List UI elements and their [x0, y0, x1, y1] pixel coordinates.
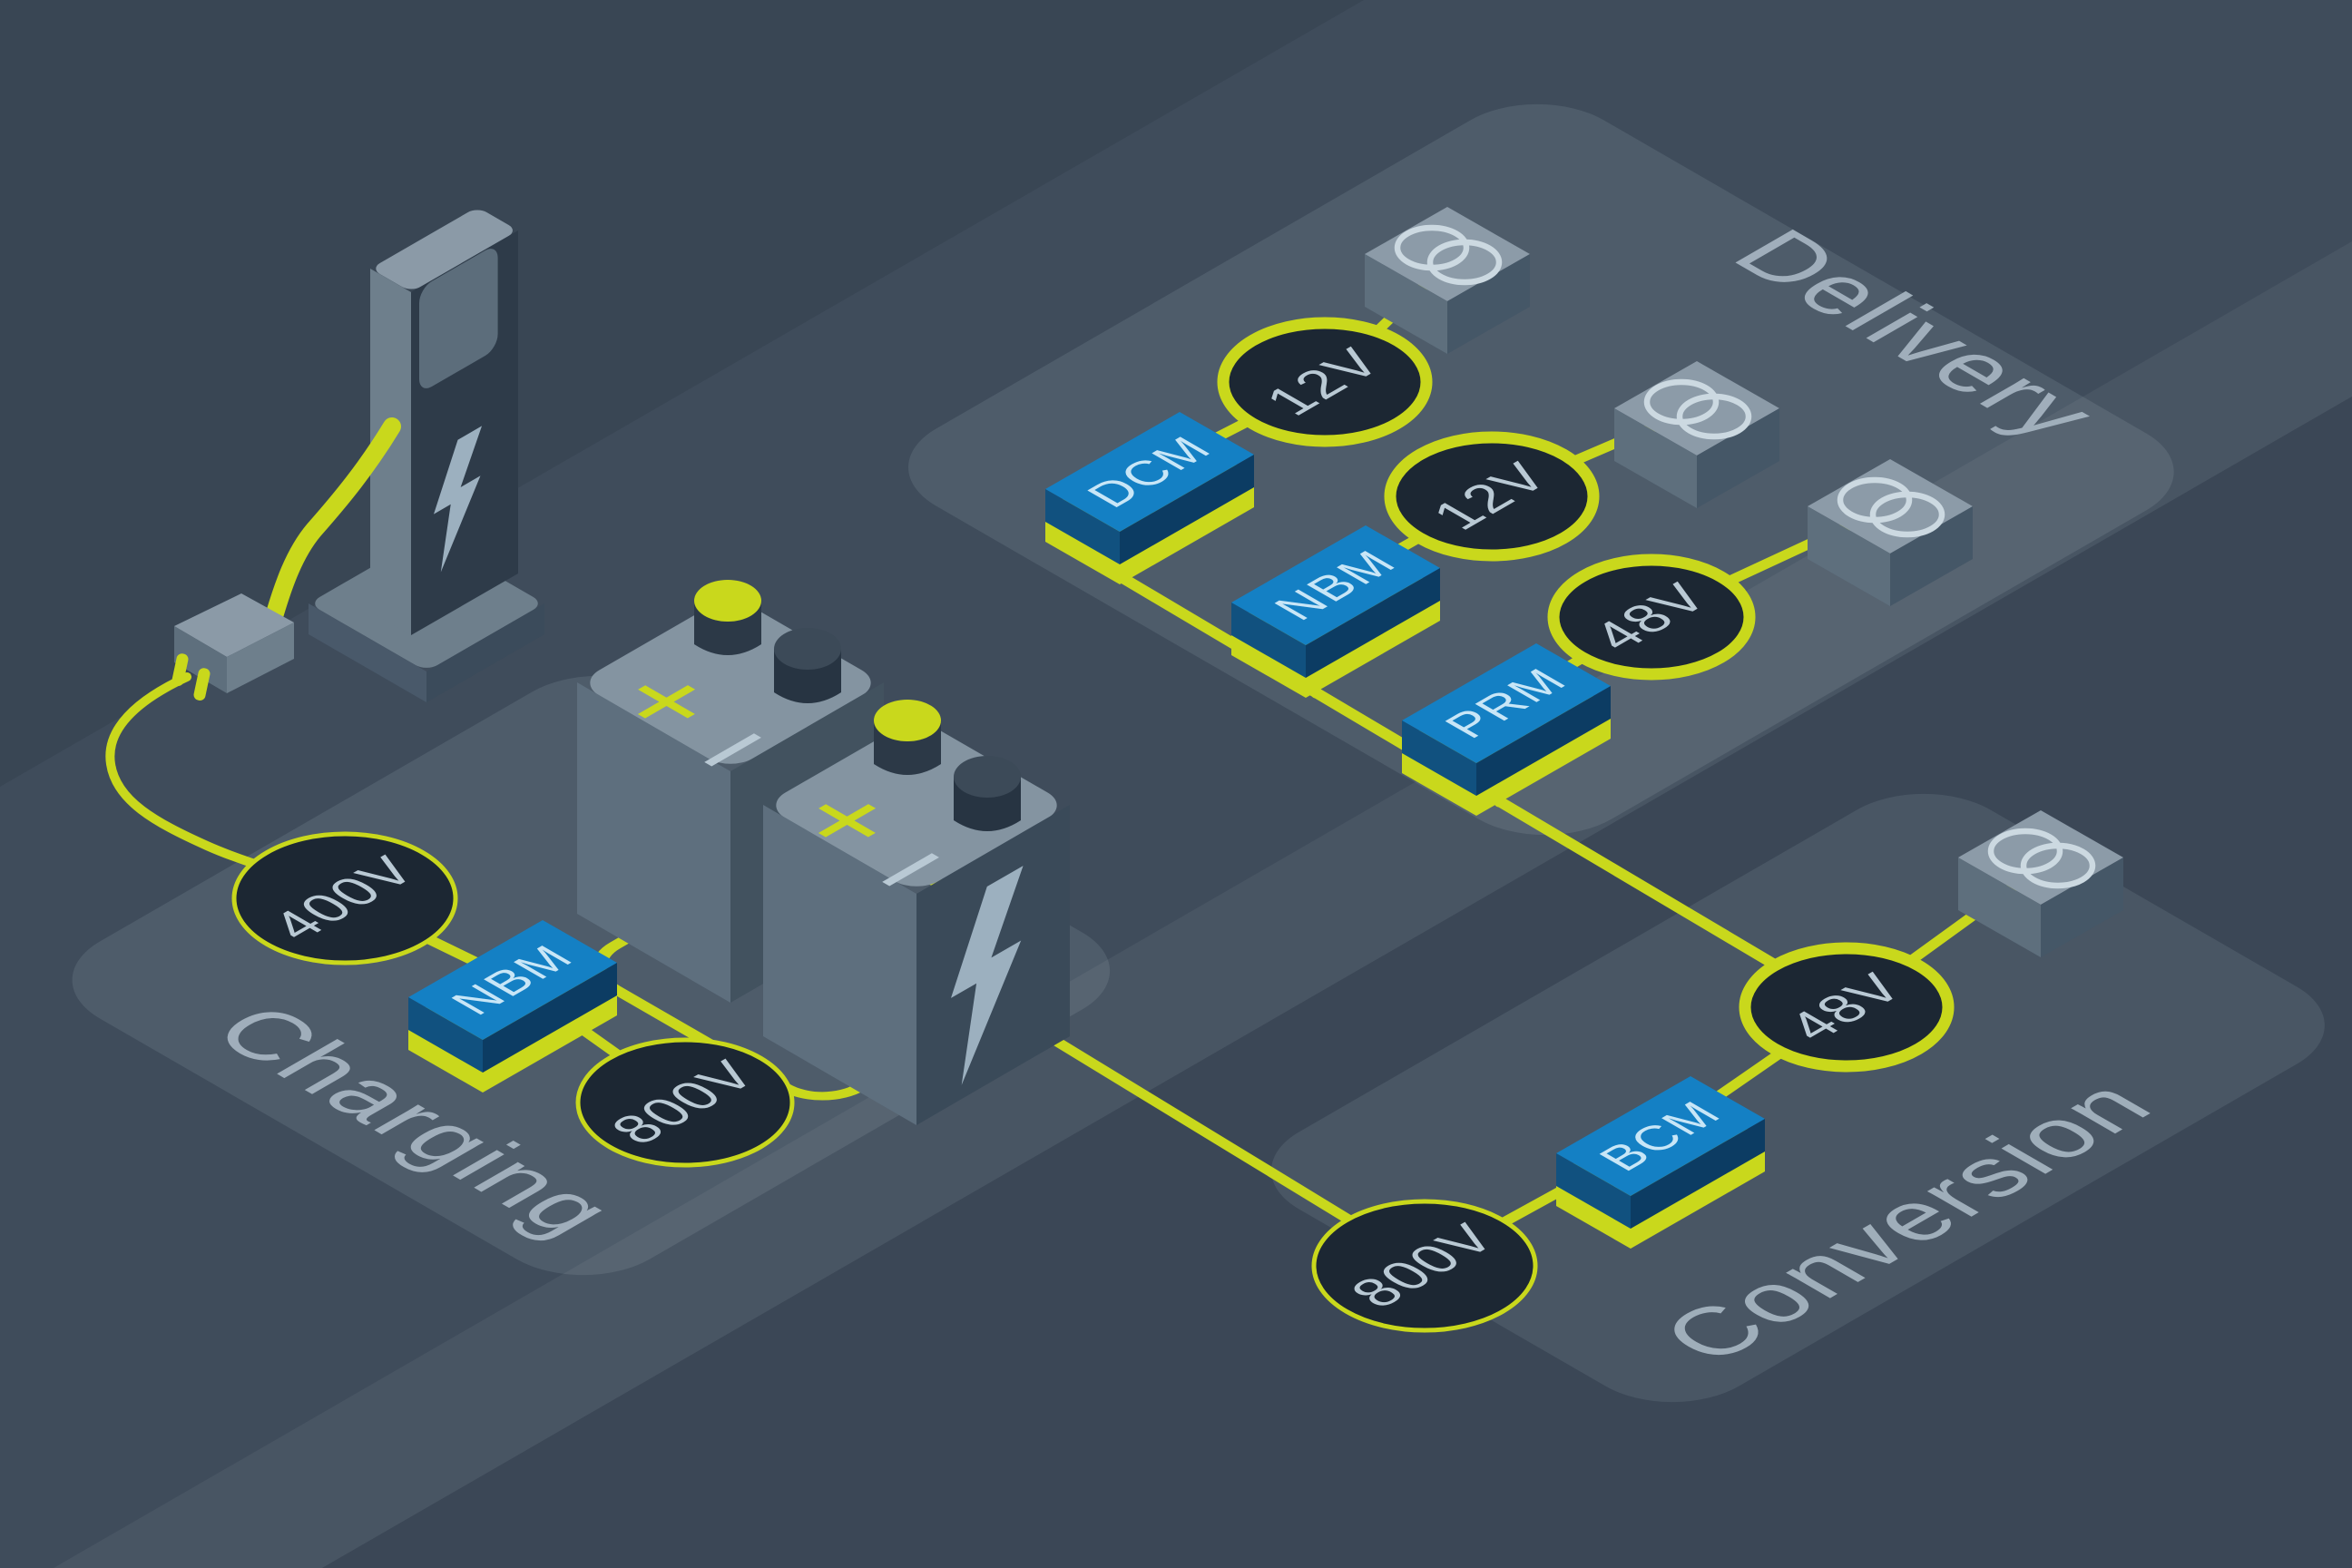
station-cable: [266, 417, 401, 622]
background-band-light: [54, 241, 2352, 1568]
node-48v-delivery: 48V: [1547, 554, 1756, 681]
node-12v-b: 12V: [1384, 431, 1600, 562]
node-800v-charging: 800V: [575, 1037, 795, 1168]
station-screen: [419, 249, 498, 388]
module-prm: PRM: [1402, 643, 1611, 816]
battery-a-positive-terminal: [694, 580, 761, 655]
charging-station-icon: [309, 210, 544, 702]
load-rings-icon: [1394, 224, 1503, 286]
load-box-4: [1958, 810, 2123, 957]
module-nbm-delivery: NBM: [1231, 525, 1440, 698]
station-pillar: [370, 210, 518, 635]
node-800v-conversion: 800V: [1311, 1199, 1538, 1333]
plug-prong: [193, 668, 211, 701]
module-dcm: DCM: [1045, 412, 1254, 584]
plug-prong: [172, 653, 189, 686]
battery-lightning-bolt-icon: [951, 866, 1024, 1085]
load-box-1: [1365, 207, 1530, 354]
station-lightning-bolt-icon: [434, 426, 483, 573]
node-48v-conversion: 48V: [1739, 942, 1955, 1073]
module-nbm-charging: NBM: [408, 920, 617, 1093]
battery-b-positive-terminal: [874, 700, 941, 775]
node-12v-a: 12V: [1217, 317, 1433, 447]
battery-b-negative-terminal: [954, 756, 1021, 831]
battery-a: + −: [577, 580, 884, 1003]
load-rings-icon: [1987, 828, 2096, 889]
background-band-dark-bottomright: [322, 397, 2352, 1568]
battery-a-negative-terminal: [774, 628, 841, 703]
plug-icon: [172, 593, 294, 701]
load-box-3: [1808, 459, 1973, 606]
battery-icon: + − + −: [577, 580, 1070, 1125]
load-box-2: [1614, 361, 1779, 508]
load-rings-icon: [1837, 476, 1945, 538]
load-rings-icon: [1643, 378, 1752, 440]
battery-b: + −: [761, 700, 1070, 1125]
node-400v-charging: 400V: [231, 831, 458, 965]
panel-conversion: [1271, 793, 2325, 1403]
